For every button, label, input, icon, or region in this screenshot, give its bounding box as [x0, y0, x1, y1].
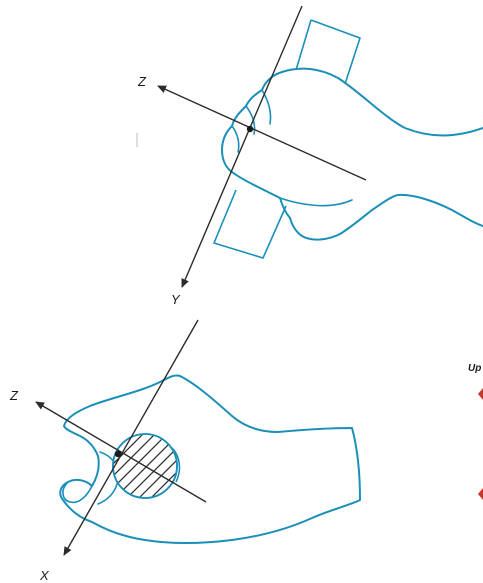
thumb-detail	[62, 481, 93, 504]
red-arrow-fragment-1	[478, 388, 483, 400]
finger-crease-3	[231, 125, 240, 153]
bottom-figure: Z X	[9, 319, 361, 583]
z-axis-line-bottom	[35, 401, 207, 503]
top-figure: Z Y	[136, 5, 483, 307]
z-axis-line-top	[157, 85, 367, 181]
edge-fragment: Up	[468, 363, 483, 500]
z-axis-label-bottom: Z	[9, 388, 19, 403]
hand-outline-top	[221, 67, 483, 241]
origin-point-top	[246, 125, 254, 133]
finger-crease-1	[261, 89, 272, 125]
thumb-line	[279, 197, 353, 207]
z-axis-label-top: Z	[137, 74, 147, 89]
rod-lower	[213, 189, 287, 259]
red-arrow-fragment-2	[478, 488, 483, 500]
x-axis-line	[63, 319, 199, 556]
y-axis-line	[181, 5, 303, 288]
x-axis-label: X	[39, 568, 50, 583]
hand-outline-bottom	[59, 374, 361, 544]
origin-point-bottom	[114, 450, 122, 458]
edge-fragment-label: Up	[468, 363, 481, 374]
rod-upper	[295, 19, 361, 85]
y-axis-label: Y	[171, 292, 181, 307]
